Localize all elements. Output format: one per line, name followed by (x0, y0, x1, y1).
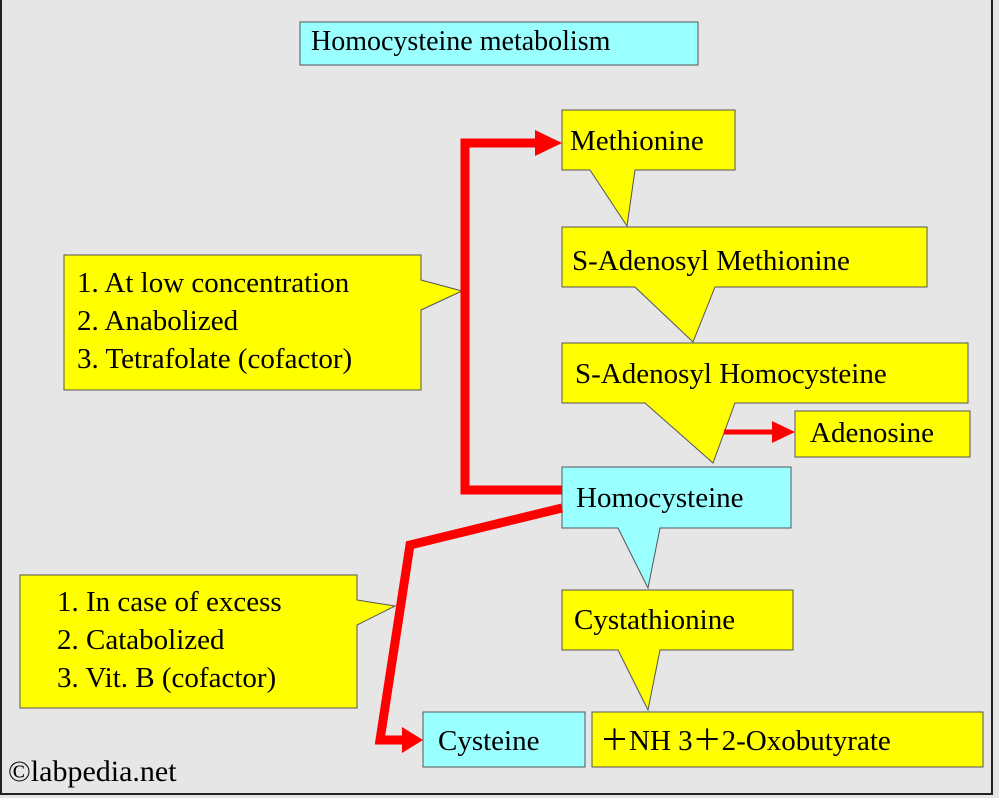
remethylation-arrow (460, 138, 562, 495)
arrowhead-adenosine (772, 421, 795, 443)
cysteine-label: Cysteine (438, 725, 540, 757)
note-line: 2. Anabolized (77, 305, 239, 337)
homocysteine-label: Homocysteine (576, 482, 744, 514)
sam-box (561, 226, 928, 343)
page-title: Homocysteine metabolism (311, 26, 611, 57)
low-concentration-text: 1. At low concentration 2. Anabolized 3.… (77, 264, 352, 378)
excess-text: 1. In case of excess 2. Catabolized 3. V… (57, 583, 282, 697)
note-line: 2. Catabolized (57, 624, 225, 656)
adenosine-box (794, 410, 971, 458)
note-line: 1. In case of excess (57, 586, 282, 618)
homocysteine-box (561, 466, 792, 590)
watermark: ©labpedia.net (8, 755, 177, 788)
byproducts-label: ＋NH 3＋2-Oxobutyrate (600, 725, 891, 757)
arrowhead-cysteine (402, 727, 423, 753)
note-line: 3. Vit. B (cofactor) (57, 662, 277, 694)
excess-note (19, 574, 397, 709)
methionine-box (561, 109, 736, 228)
title-box (299, 21, 699, 66)
byproducts-box (591, 711, 984, 768)
low-concentration-note (63, 254, 464, 391)
adenosine-label: Adenosine (810, 417, 935, 449)
cystathionine-box (561, 589, 794, 712)
sam-label: S-Adenosyl Methionine (572, 245, 850, 277)
cystathionine-label: Cystathionine (574, 604, 736, 636)
note-line: 1. At low concentration (77, 267, 350, 299)
arrowhead-methionine (535, 130, 562, 156)
sah-label: S-Adenosyl Homocysteine (575, 358, 887, 390)
cysteine-box (422, 711, 586, 768)
methionine-label: Methionine (570, 125, 704, 157)
transsulfuration-arrow (374, 503, 564, 745)
note-line: 3. Tetrafolate (cofactor) (77, 343, 353, 375)
